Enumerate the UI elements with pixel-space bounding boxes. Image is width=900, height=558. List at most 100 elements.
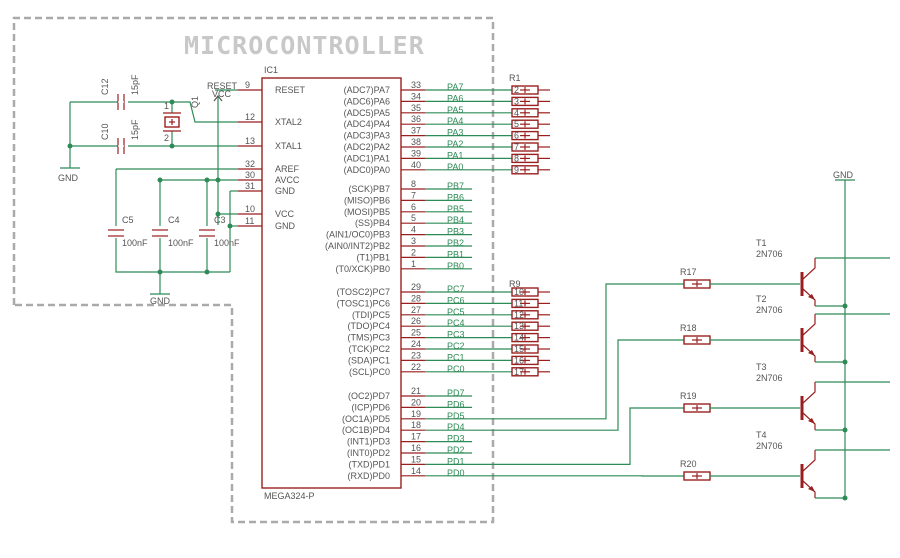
ic-pin-number: 10 — [245, 204, 255, 214]
ic-pin-number: 6 — [411, 202, 416, 212]
ic-pin-label: (RXD)PD0 — [347, 471, 390, 481]
ic-part: MEGA324-P — [264, 491, 315, 501]
ic-pin-label: (OC1A)PD5 — [342, 414, 390, 424]
ic-pin-number: 17 — [411, 432, 421, 442]
net-label: PA0 — [447, 162, 463, 172]
ic-pin-number: 26 — [411, 316, 421, 326]
transistor-name: T1 — [756, 238, 767, 248]
transistor-arrow — [808, 486, 815, 492]
net-label: PA2 — [447, 139, 463, 149]
rpack-pin-number: 16 — [514, 355, 524, 365]
rpack-pin-number: 15 — [514, 344, 524, 354]
ic-pin-number: 36 — [411, 114, 421, 124]
net-label: PA4 — [447, 116, 463, 126]
ic-pin-label: (MOSI)PB5 — [344, 207, 390, 217]
ic-pin-number: 22 — [411, 362, 421, 372]
transistor-collector — [802, 314, 816, 336]
transistor-name: T4 — [756, 430, 767, 440]
ic-pin-label: (AIN0/INT2)PB2 — [325, 241, 390, 251]
sheet-title: MICROCONTROLLER — [184, 31, 425, 60]
ic-pin-number: 21 — [411, 386, 421, 396]
driver-net-wire — [472, 339, 684, 431]
net-label: PC5 — [447, 307, 465, 317]
ic-pin-number: 14 — [411, 466, 421, 476]
cap-c10-name: C10 — [100, 123, 110, 140]
ic-pin-label: (ADC6)PA6 — [344, 96, 390, 106]
transistor-part: 2N706 — [756, 249, 783, 259]
transistor-part: 2N706 — [756, 373, 783, 383]
net-label: PD3 — [447, 434, 465, 444]
ic-pin-number: 33 — [411, 80, 421, 90]
ic-pin-label: AVCC — [275, 175, 300, 185]
ic-pin-label: (MISO)PB6 — [344, 195, 390, 205]
net-label: PC3 — [447, 330, 465, 340]
ic-pin-number: 3 — [411, 236, 416, 246]
ic-pin-number: 38 — [411, 137, 421, 147]
driver-net-wire — [472, 407, 684, 465]
rpack-pin-number: 6 — [514, 131, 519, 141]
rpack-pin-number: 2 — [514, 85, 519, 95]
ic-pin-label: (INT1)PD3 — [347, 437, 390, 447]
ic-pin-number: 15 — [411, 454, 421, 464]
net-label: PC6 — [447, 295, 465, 305]
net-label: PB1 — [447, 249, 464, 259]
ic-pin-label: (SDA)PC1 — [348, 355, 390, 365]
rpack-pin-number: 9 — [514, 165, 519, 175]
ic-pin-label: (T1)PB1 — [356, 252, 390, 262]
ic-pin-label: GND — [275, 221, 296, 231]
transistor-name: T2 — [756, 294, 767, 304]
net-label: PD0 — [447, 468, 465, 478]
net-label: PD5 — [447, 411, 465, 421]
cap-c4-value: 100nF — [168, 238, 194, 248]
ic-pin-number: 30 — [245, 170, 255, 180]
rpack-pin-number: 10 — [514, 287, 524, 297]
net-label: PC1 — [447, 352, 465, 362]
net-label: PA3 — [447, 128, 463, 138]
ic-pin-label: AREF — [275, 164, 300, 174]
ic-pin-label: (TDO)PC4 — [348, 321, 391, 331]
net-label: PB4 — [447, 215, 464, 225]
ic-pin-number: 39 — [411, 148, 421, 158]
ic-pin-number: 34 — [411, 91, 421, 101]
rpack-pin-number: 11 — [514, 298, 523, 308]
ic-pin-label: (INT0)PD2 — [347, 448, 390, 458]
cap-c12-name: C12 — [100, 78, 110, 95]
ic-pin-label: (OC2)PD7 — [348, 391, 390, 401]
ic-pin-label: (TCK)PC2 — [348, 344, 390, 354]
transistor-collector — [802, 450, 816, 472]
transistor-name: T3 — [756, 362, 767, 372]
ic-pin-label: GND — [275, 186, 296, 196]
transistor-arrow — [808, 350, 815, 356]
junction-dot — [842, 359, 848, 365]
ic-pin-label: (TOSC2)PC7 — [337, 287, 390, 297]
net-label: PA6 — [447, 93, 463, 103]
ic-pin-number: 19 — [411, 409, 421, 419]
ic-pin-number: 4 — [411, 225, 416, 235]
ic-pin-number: 2 — [411, 247, 416, 257]
ic-name: IC1 — [264, 65, 278, 75]
ic-pin-number: 1 — [411, 259, 416, 269]
ic-pin-number: 25 — [411, 328, 421, 338]
ic-pin-number: 29 — [411, 282, 421, 292]
ic-pin-label: VCC — [275, 209, 295, 219]
reset-label: RESET — [207, 81, 238, 91]
rpack-pin-number: 13 — [514, 321, 524, 331]
rpack-name: R1 — [509, 73, 521, 83]
cap-c3-value: 100nF — [214, 238, 240, 248]
ic-pin-number: 13 — [245, 136, 255, 146]
crystal-name: Q1 — [190, 96, 200, 108]
net-label: PB5 — [447, 204, 464, 214]
ic-pin-label: XTAL2 — [275, 117, 302, 127]
cap-c5-name: C5 — [122, 215, 134, 225]
ic-pin-number: 7 — [411, 190, 416, 200]
ic-pin-label: (AIN1/OC0)PB3 — [326, 230, 390, 240]
cap-c3-name: C3 — [214, 215, 226, 225]
ic-pin-number: 11 — [245, 216, 254, 226]
net-label: PD1 — [447, 456, 465, 466]
rpack-pin-number: 5 — [514, 119, 519, 129]
ic-pin-label: (SCK)PB7 — [348, 184, 390, 194]
ic-pin-label: (OC1B)PD4 — [342, 425, 390, 435]
